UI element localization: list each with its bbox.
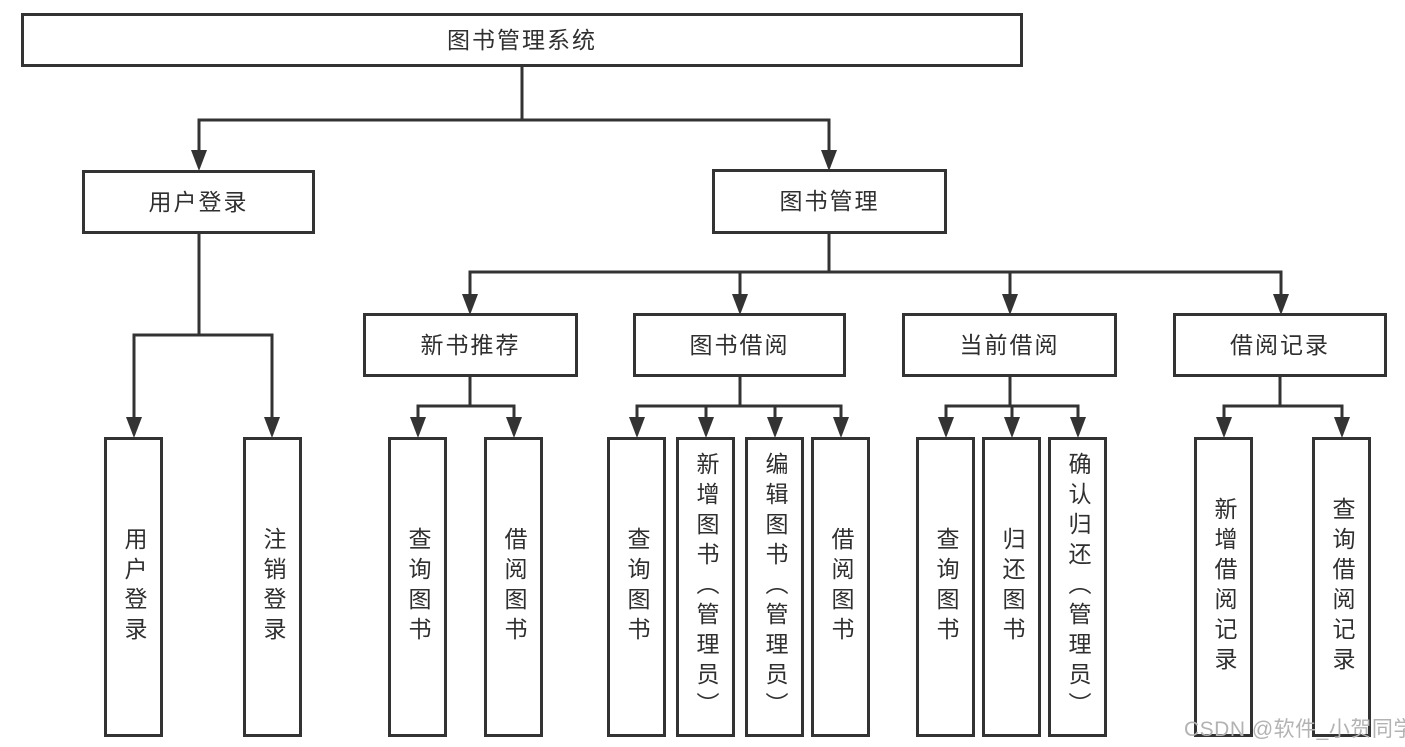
leaf-edit-books-admin: 编辑图书（管理员） bbox=[745, 437, 804, 737]
arrow-icon bbox=[410, 417, 426, 438]
link-new-book-recommendation bbox=[416, 377, 516, 420]
node-root: 图书管理系统 bbox=[21, 13, 1023, 67]
arrow-icon bbox=[462, 294, 478, 315]
arrow-icon bbox=[1216, 417, 1232, 438]
leaf-edit-books-admin-label: 编辑图书（管理员） bbox=[762, 452, 788, 722]
arrow-icon bbox=[1334, 417, 1350, 438]
link-current-borrowing bbox=[944, 377, 1080, 420]
leaf-add-borrow-record-label: 新增借阅记录 bbox=[1211, 497, 1237, 677]
arrow-icon bbox=[698, 417, 714, 438]
leaf-user-login-label: 用户登录 bbox=[121, 527, 147, 647]
node-new-book-recommendation: 新书推荐 bbox=[363, 313, 578, 377]
leaf-borrow-books-recommend-label: 借阅图书 bbox=[501, 527, 527, 647]
leaf-add-books-admin: 新增图书（管理员） bbox=[676, 437, 735, 737]
leaf-query-books-current-label: 查询图书 bbox=[933, 527, 959, 647]
leaf-query-books-recommend: 查询图书 bbox=[388, 437, 447, 737]
leaf-confirm-return-admin: 确认归还（管理员） bbox=[1048, 437, 1107, 737]
link-root bbox=[197, 67, 831, 153]
leaf-add-books-admin-label: 新增图书（管理员） bbox=[693, 452, 719, 722]
leaf-return-books: 归还图书 bbox=[982, 437, 1041, 737]
arrow-icon bbox=[506, 417, 522, 438]
leaf-query-books-current: 查询图书 bbox=[916, 437, 975, 737]
arrow-icon bbox=[1002, 294, 1018, 315]
node-user-login-label: 用户登录 bbox=[148, 188, 249, 215]
link-borrowing-records bbox=[1222, 377, 1344, 420]
node-borrowing-records: 借阅记录 bbox=[1173, 313, 1387, 377]
node-current-borrowing-label: 当前借阅 bbox=[959, 331, 1060, 358]
node-book-borrowing-label: 图书借阅 bbox=[689, 331, 790, 358]
node-root-label: 图书管理系统 bbox=[447, 26, 597, 53]
leaf-query-borrow-record-label: 查询借阅记录 bbox=[1329, 497, 1355, 677]
arrow-icon bbox=[938, 417, 954, 438]
leaf-query-borrow-record: 查询借阅记录 bbox=[1312, 437, 1371, 737]
node-borrowing-records-label: 借阅记录 bbox=[1230, 331, 1330, 358]
node-book-management-label: 图书管理 bbox=[779, 188, 880, 214]
leaf-borrow-books-borrowing: 借阅图书 bbox=[811, 437, 870, 737]
leaf-query-books-borrowing: 查询图书 bbox=[607, 437, 666, 737]
arrow-icon bbox=[821, 150, 837, 171]
leaf-add-borrow-record: 新增借阅记录 bbox=[1194, 437, 1253, 737]
arrow-icon bbox=[629, 417, 645, 438]
node-book-management: 图书管理 bbox=[712, 169, 947, 234]
link-book-management bbox=[468, 234, 1283, 296]
arrow-icon bbox=[1004, 417, 1020, 438]
arrowheads bbox=[126, 150, 1350, 438]
leaf-logout: 注销登录 bbox=[243, 437, 302, 737]
arrow-icon bbox=[767, 417, 783, 438]
arrow-icon bbox=[1273, 294, 1289, 315]
leaf-query-books-recommend-label: 查询图书 bbox=[405, 527, 431, 647]
leaf-borrow-books-recommend: 借阅图书 bbox=[484, 437, 543, 737]
leaf-confirm-return-admin-label: 确认归还（管理员） bbox=[1065, 452, 1091, 722]
node-user-login: 用户登录 bbox=[82, 170, 315, 234]
arrow-icon bbox=[1070, 417, 1086, 438]
leaf-query-books-borrowing-label: 查询图书 bbox=[624, 527, 650, 647]
leaf-user-login: 用户登录 bbox=[104, 437, 163, 737]
arrow-icon bbox=[833, 417, 849, 438]
link-book-borrowing bbox=[635, 377, 843, 420]
node-current-borrowing: 当前借阅 bbox=[902, 313, 1117, 377]
leaf-borrow-books-borrowing-label: 借阅图书 bbox=[828, 527, 854, 647]
leaf-logout-label: 注销登录 bbox=[260, 527, 286, 647]
node-new-book-recommendation-label: 新书推荐 bbox=[420, 331, 521, 358]
leaf-return-books-label: 归还图书 bbox=[999, 527, 1025, 647]
link-user-login bbox=[132, 234, 274, 419]
arrow-icon bbox=[732, 294, 748, 315]
watermark: CSDN @软件_小贺同学 bbox=[1184, 718, 1405, 741]
arrow-icon bbox=[126, 417, 142, 438]
node-book-borrowing: 图书借阅 bbox=[633, 313, 846, 377]
arrow-icon bbox=[264, 417, 280, 438]
arrow-icon bbox=[191, 150, 207, 171]
